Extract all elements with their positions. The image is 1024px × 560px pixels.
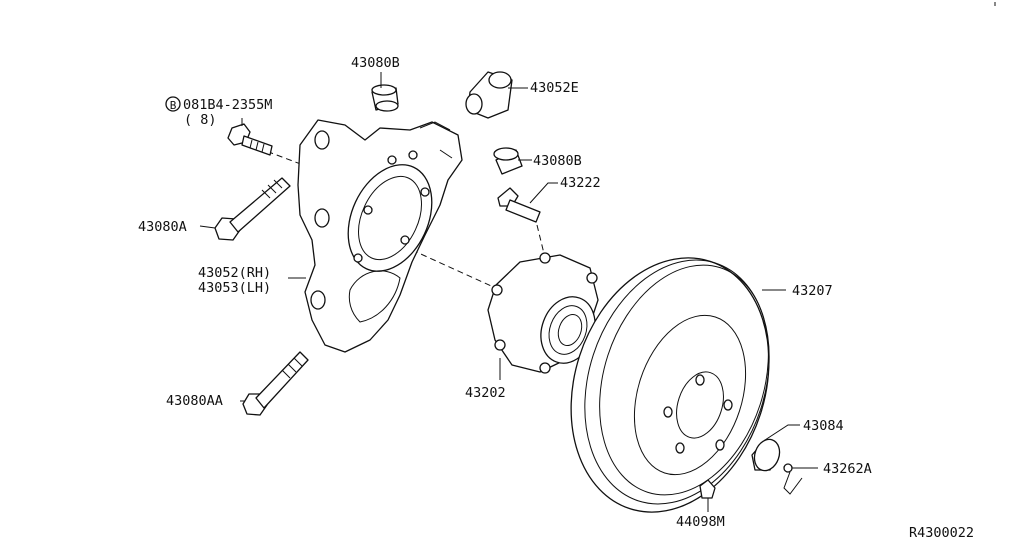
label-bushing-mid: 43080B (533, 153, 582, 169)
bolt-081b4[interactable] (227, 123, 273, 156)
label-bolt-upper: 43080A (138, 219, 187, 235)
label-rotor: 43207 (792, 283, 833, 299)
label-knuckle-lh: 43053(LH) (198, 280, 271, 296)
label-hub-bolt: 43222 (560, 175, 601, 191)
brake-rotor-43207[interactable] (539, 232, 800, 538)
label-cotter-pin: 43262A (823, 461, 872, 477)
bolt-43080aa[interactable] (242, 351, 309, 416)
label-nut: 44098M (676, 514, 725, 530)
hub-bearing-43202[interactable] (487, 252, 604, 374)
bolt-43080a[interactable] (214, 177, 291, 241)
label-knuckle-rh: 43052(RH) (198, 265, 271, 281)
bushing-43080b-mid[interactable] (493, 147, 523, 175)
label-bolt-lower: 43080AA (166, 393, 223, 409)
diagram-id: R4300022 (909, 525, 974, 541)
label-insulator: 43052E (530, 80, 579, 96)
insulator-43052e[interactable] (465, 71, 513, 119)
cap-43084[interactable] (750, 436, 783, 474)
bushing-43080b-top[interactable] (371, 84, 399, 112)
steering-knuckle[interactable] (297, 119, 463, 353)
label-bushing-top: 43080B (351, 55, 400, 71)
label-bolt-spec: 081B4-2355M (183, 97, 272, 113)
hub-bolt-43222[interactable] (497, 187, 541, 223)
bolt-spec-badge-icon: B (165, 96, 181, 112)
leader-lines (199, 72, 818, 512)
label-hub-bearing: 43202 (465, 385, 506, 401)
nut-44098m[interactable] (699, 479, 716, 499)
svg-text:B: B (170, 99, 177, 112)
label-cap: 43084 (803, 418, 844, 434)
label-bolt-qty: ( 8) (184, 112, 217, 128)
